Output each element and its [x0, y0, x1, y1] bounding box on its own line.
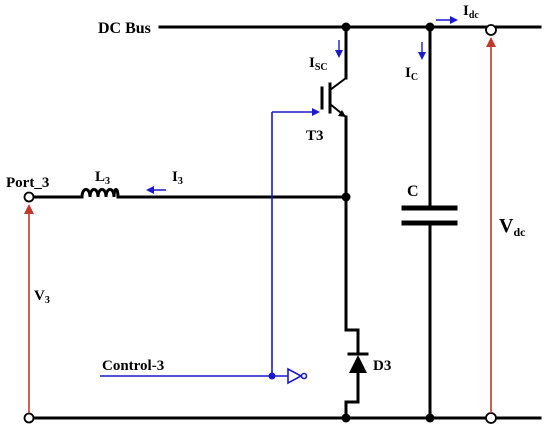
terminal-port-top — [23, 191, 35, 203]
current-idc-label: Idc — [463, 3, 479, 21]
current-i3-label: I3 — [172, 169, 183, 187]
dc-bus-label: DC Bus — [98, 20, 151, 37]
inductor-label: L3 — [95, 169, 110, 187]
transistor-label: T3 — [306, 128, 324, 144]
diode-d3 — [349, 355, 367, 373]
voltage-v3-label: V3 — [34, 288, 50, 306]
junction-dot — [425, 22, 435, 32]
buffer-icon — [287, 367, 303, 385]
junction-dot — [425, 413, 435, 423]
diode-label: D3 — [373, 358, 391, 374]
junction-dot — [341, 192, 351, 202]
inductor-l3 — [80, 188, 120, 199]
voltage-vdc-label: Vdc — [499, 215, 526, 239]
capacitor-label: C — [407, 183, 419, 200]
current-ic-label: IC — [405, 65, 418, 83]
current-isc-label: ISC — [309, 55, 328, 73]
junction-dot — [341, 22, 351, 32]
control-junction-dot — [268, 372, 276, 380]
terminal-dc-top — [485, 24, 497, 36]
control-label: Control-3 — [102, 358, 164, 374]
terminal-port-bottom — [23, 412, 35, 424]
port-label: Port_3 — [6, 175, 49, 191]
junction-dot — [341, 413, 351, 423]
terminal-dc-bottom — [485, 412, 497, 424]
